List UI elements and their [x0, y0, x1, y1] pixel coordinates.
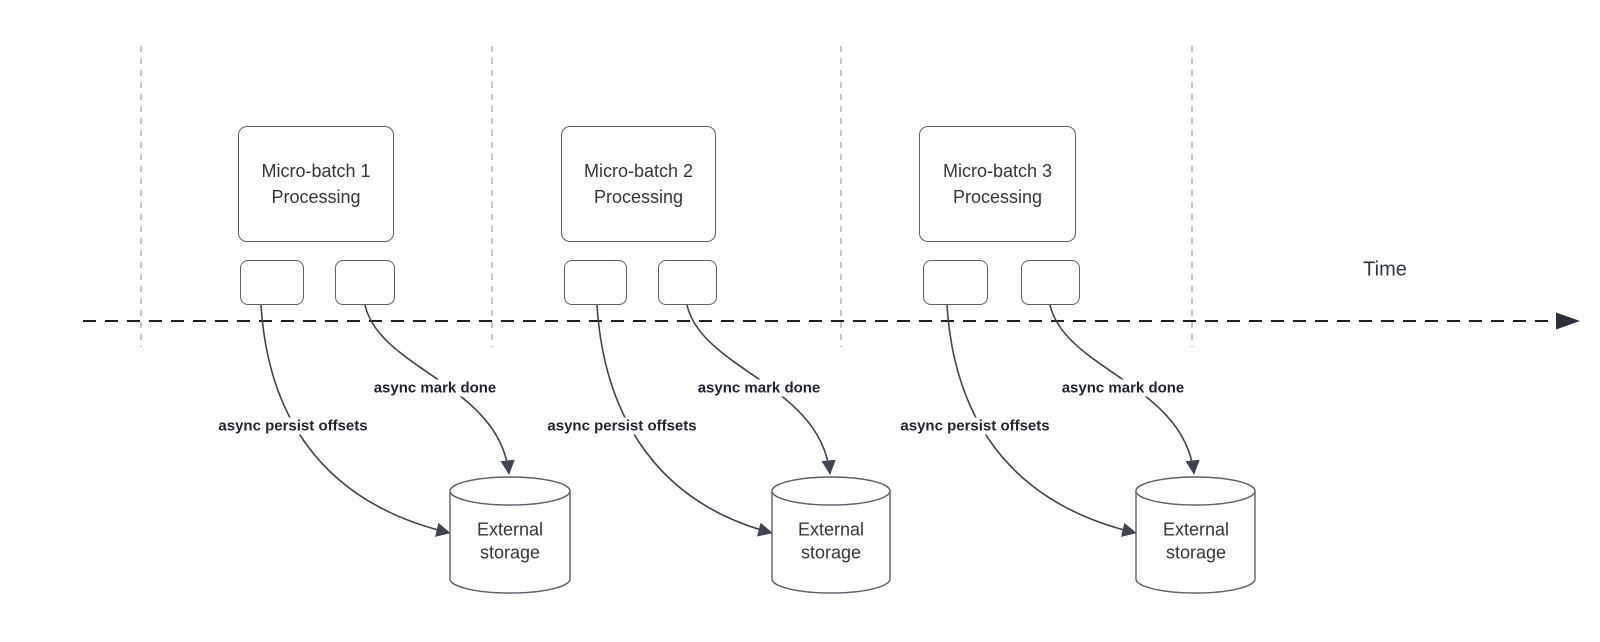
- persist-offsets-label-1: async persist offsets: [215, 417, 371, 435]
- persist-offsets-label-3: async persist offsets: [897, 417, 1053, 435]
- microbatch-2-processing-box: Micro-batch 2 Processing: [561, 126, 716, 242]
- mark-done-label-1: async mark done: [370, 379, 500, 397]
- external-storage-label-2: External storage: [797, 519, 865, 563]
- persist-source-box-3: [923, 260, 988, 305]
- markdone-source-box-3: [1021, 260, 1080, 305]
- external-storage-label-1: External storage: [476, 519, 544, 563]
- persist-source-box-2: [564, 260, 627, 305]
- mark-done-label-2: async mark done: [694, 379, 824, 397]
- time-axis-label: Time: [1363, 258, 1407, 281]
- external-storage-cylinder-2: [771, 476, 891, 594]
- time-axis-arrowhead: [1556, 312, 1580, 330]
- microbatch-3-processing-box: Micro-batch 3 Processing: [919, 126, 1076, 242]
- persist-offsets-arrow-2: [596, 304, 773, 537]
- microbatch-1-processing-box: Micro-batch 1 Processing: [238, 126, 394, 242]
- external-storage-cylinder-1: [449, 476, 571, 594]
- mark-done-label-3: async mark done: [1058, 379, 1188, 397]
- persist-source-box-1: [240, 260, 304, 305]
- external-storage-cylinder-3: [1135, 476, 1256, 594]
- external-storage-label-3: External storage: [1162, 519, 1230, 563]
- markdone-source-box-2: [658, 260, 717, 305]
- markdone-source-box-1: [335, 260, 395, 305]
- persist-offsets-arrow-1: [260, 304, 451, 537]
- persist-offsets-arrow-3: [946, 304, 1137, 537]
- persist-offsets-label-2: async persist offsets: [544, 417, 700, 435]
